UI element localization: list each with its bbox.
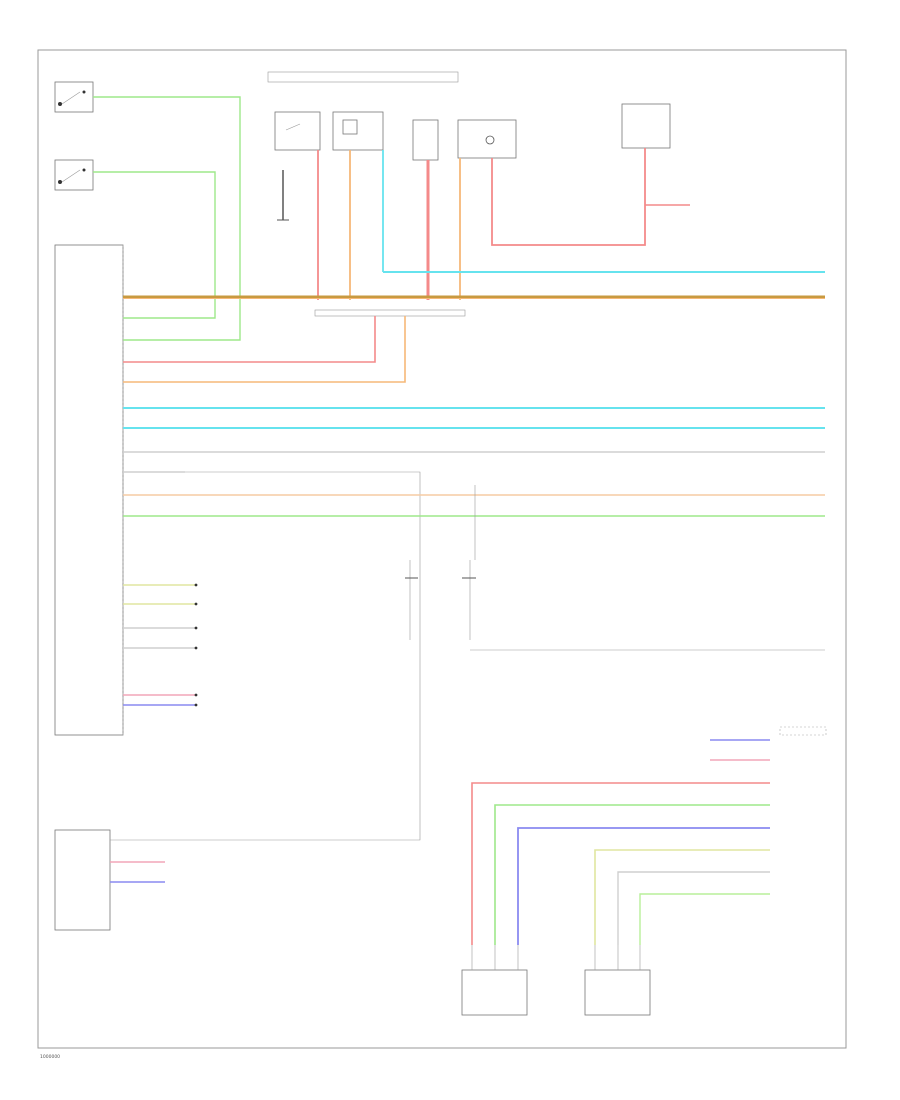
component-switch-b <box>332 111 384 151</box>
center-switch-pair <box>405 485 825 651</box>
connector-bottom-2 <box>584 969 651 1016</box>
wire-gray-bottom <box>617 871 770 945</box>
component-right-module <box>621 103 671 149</box>
wire-green-2 <box>93 171 216 319</box>
wire-orange-return <box>123 316 406 383</box>
wire-red-bottom <box>471 782 770 945</box>
connector-bottom-1 <box>461 969 528 1016</box>
wire-red-from-sensor <box>491 148 646 246</box>
wire-green-1 <box>93 96 241 341</box>
component-relay <box>412 119 439 161</box>
wire-red-return <box>123 316 376 363</box>
wire-lightgreen-bottom <box>639 893 770 945</box>
switch-top-left-1 <box>54 81 94 113</box>
wire-green-bottom <box>494 804 770 945</box>
wire-yellow-bottom <box>594 849 770 945</box>
module-left-main <box>54 244 124 736</box>
diagram-border <box>37 49 847 1049</box>
component-sensor <box>457 119 517 159</box>
footer-code: 1000000 <box>40 1054 60 1060</box>
junction-block <box>314 309 466 317</box>
switch-top-left-2 <box>54 159 94 191</box>
wire-blue-bottom <box>517 827 770 945</box>
ground-symbol <box>277 170 289 221</box>
component-switch-a <box>274 111 321 151</box>
